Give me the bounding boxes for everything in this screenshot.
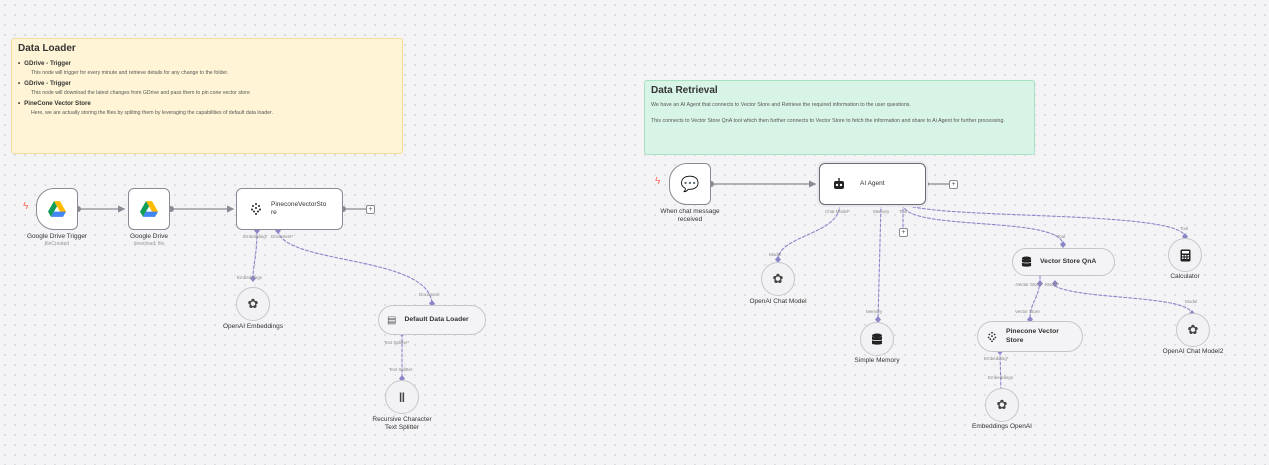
port-label: Document* [271,234,294,239]
openai-icon: ✿ [996,397,1008,412]
node-ai-agent[interactable]: AI Agent [819,163,926,205]
trigger-bolt-icon: ϟ [23,201,29,212]
chat-bubble-icon: 💬 [680,176,700,193]
port-diamond[interactable] [1060,241,1066,248]
node-embeddings-openai[interactable]: ✿ [985,388,1019,422]
sticky-item-desc: This node will download the latest chang… [31,90,250,96]
port-label: Embedding* [984,356,1009,361]
node-openai-chat-model-2[interactable]: ✿ [1176,313,1210,347]
port-diamond[interactable] [1052,280,1058,287]
sticky-note-data-retrieval[interactable]: Data Retrieval We have an AI Agent that … [644,80,1035,155]
google-drive-icon [140,201,158,217]
node-calculator[interactable] [1168,238,1202,272]
edge-chat-model [777,203,841,261]
port-label: Memory [873,209,890,214]
node-label: Calculator [1170,273,1200,280]
document-icon: ▤ [387,314,397,326]
sticky-note-data-loader[interactable]: Data Loader GDrive - Trigger This node w… [11,38,403,154]
trigger-bolt-icon: ϟ [655,176,661,187]
add-node-button[interactable]: + [366,205,375,214]
edge-document [277,230,433,305]
port-label: Text Splitter [389,367,413,372]
edge-tool-calculator [902,203,1186,238]
openai-icon: ✿ [772,271,784,286]
port-label: Tool [899,209,908,214]
edge-embedding [252,230,258,279]
port-label: Tool [1180,226,1189,231]
node-label: Simple Memory [854,357,900,364]
sticky-paragraph: We have an AI Agent that connects to Vec… [651,102,911,108]
port-diamond[interactable] [875,316,881,323]
node-openai-embeddings[interactable]: ✿ [236,287,270,321]
edge-embedding-2 [999,351,1002,393]
node-simple-memory[interactable] [860,322,894,356]
port-label: Chat Model* [825,209,850,214]
openai-icon: ✿ [247,296,259,311]
port-label: Embeddings [237,275,263,280]
node-label: Google Drive Trigger fileCreated [27,233,87,248]
sticky-item-label: GDrive - Trigger [18,80,396,87]
edge-memory [877,203,882,321]
port-label: Embedding* [243,234,268,239]
sticky-item-desc: Here, we are actually storing the files … [31,110,273,116]
port-diamond[interactable] [775,256,781,263]
node-label: OpenAI Embeddings [223,323,283,330]
port-label: Text Splitter* [384,340,410,345]
port-label: Document [419,292,440,297]
robot-icon [834,178,844,189]
node-vector-store-qna[interactable]: Vector Store QnA [1012,248,1115,276]
sticky-title: Data Loader [18,43,76,54]
port-diamond[interactable] [250,275,256,282]
edge-tool-qna [902,203,1064,246]
port-label: Model [769,252,782,257]
node-label: OpenAI Chat Model2 [1162,348,1224,355]
port-label: Model [1185,299,1198,304]
sticky-title: Data Retrieval [651,85,718,96]
sticky-paragraph: This connects to Vector Store QnA tool w… [651,118,1005,125]
sticky-item-desc: This node will trigger for every minute … [31,70,229,76]
port-label: Vector Store [1015,309,1040,314]
database-icon [1021,256,1032,267]
node-google-drive[interactable] [128,188,170,230]
pinecone-icon [251,203,261,215]
node-openai-chat-model[interactable]: ✿ [761,262,795,296]
splitter-icon: ‖ [398,389,406,405]
sticky-item-label: GDrive - Trigger [18,60,396,67]
port-diamond[interactable] [1037,280,1043,287]
database-icon [871,333,883,345]
port-label: Vector Store* [1016,282,1043,287]
pinecone-icon [987,331,997,342]
openai-icon: ✿ [1187,322,1199,337]
edge-model [1054,285,1193,315]
port-label: Model* [1045,282,1060,287]
node-text-splitter[interactable]: ‖ [385,380,419,414]
node-default-data-loader[interactable]: ▤ Default Data Loader [378,305,486,335]
port-label: Memory [866,309,883,314]
add-node-button[interactable]: + [949,180,958,189]
node-label: OpenAI Chat Model [749,298,807,305]
node-chat-trigger[interactable]: 💬 [669,163,711,205]
node-google-drive-trigger[interactable] [36,188,78,230]
google-drive-icon [48,201,66,217]
node-label: Embeddings OpenAI [972,423,1032,430]
add-tool-button[interactable]: + [899,228,908,237]
node-label: Google Drive download: file [130,233,168,248]
port-label: Embeddings [988,375,1014,380]
sticky-item-label: PineCone Vector Store [18,100,396,107]
calculator-icon [1180,249,1190,261]
port-label: Tool [1057,234,1066,239]
